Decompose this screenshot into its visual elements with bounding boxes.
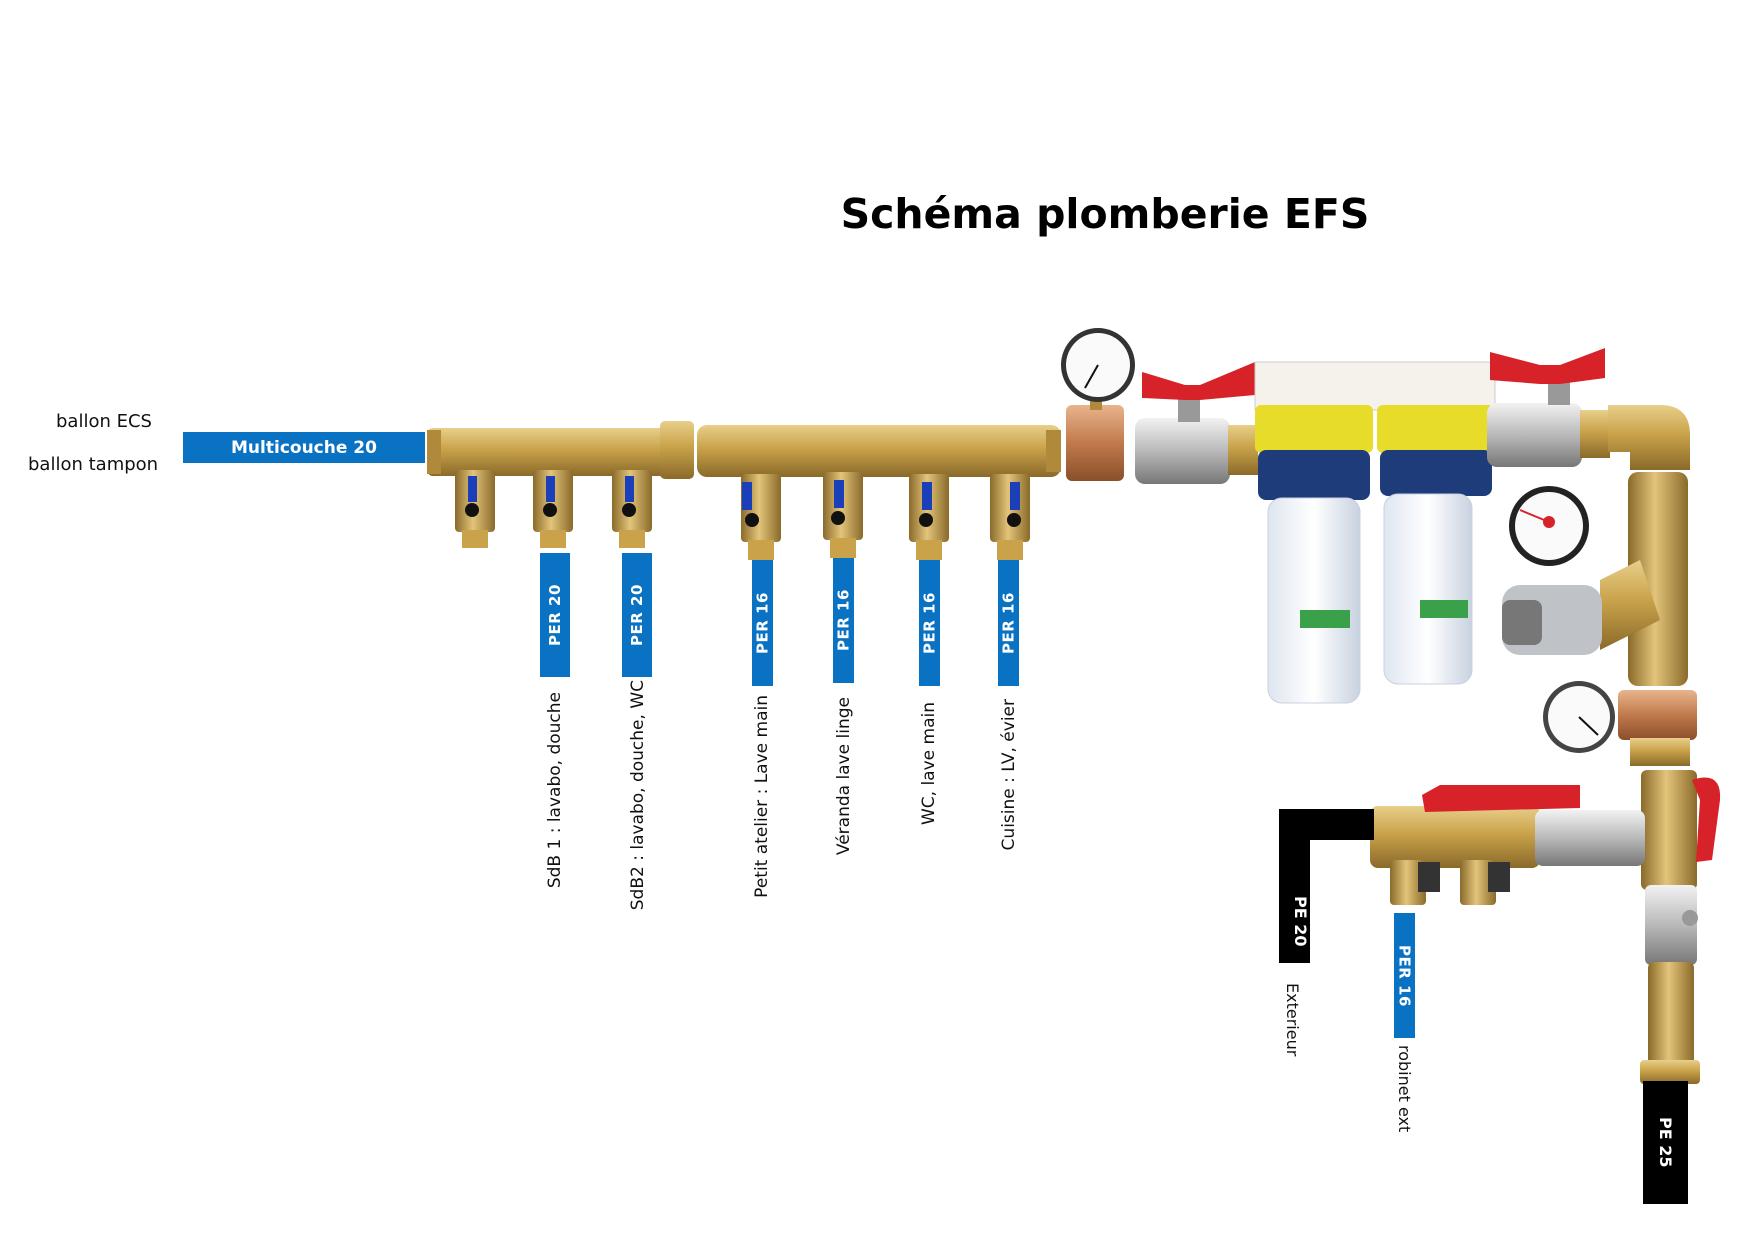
inlet-label-buffer-tank: ballon tampon — [28, 454, 159, 475]
circuit-destination: Cuisine : LV, évier — [999, 699, 1019, 851]
pressure-gauge — [1543, 681, 1697, 766]
inlet-label-hot-water-tank: ballon ECS — [56, 411, 152, 432]
pressure-reducer — [1502, 472, 1688, 686]
ball-valve — [1135, 362, 1258, 484]
circuit-destination: Véranda lave linge — [834, 697, 854, 856]
water-filter — [1254, 361, 1496, 704]
valve — [741, 474, 781, 560]
manifold-4-way — [697, 425, 1061, 560]
circuit-pipe: PER 16 — [998, 560, 1019, 686]
pressure-gauge — [1061, 328, 1135, 481]
manifold-3-way — [427, 421, 694, 548]
circuit-pipe: PER 16 — [919, 560, 940, 686]
elbow-fitting — [1608, 405, 1690, 470]
main-inlet-pe25-pipe: PE 25 — [1643, 1081, 1688, 1204]
circuit-pipe: PER 20 — [622, 553, 652, 677]
circuit-destination: WC, lave main — [919, 702, 939, 826]
exterior-label: Exterieur — [1283, 983, 1302, 1057]
outdoor-tap-pipe: PER 16 — [1394, 913, 1415, 1038]
valve — [909, 474, 949, 560]
valve — [823, 472, 863, 558]
valve — [455, 470, 495, 548]
page-title: Schéma plomberie EFS — [840, 190, 1370, 238]
circuit-pipe: PER 16 — [833, 558, 854, 683]
valve — [533, 470, 573, 548]
circuit-pipe: PER 20 — [540, 553, 570, 677]
valve — [990, 474, 1030, 560]
outdoor-tap-label: robinet ext — [1395, 1045, 1414, 1133]
pe20-pipe-horizontal — [1279, 809, 1374, 840]
valve — [612, 470, 652, 548]
circuit-destination: SdB 1 : lavabo, douche — [545, 692, 565, 889]
outdoor-manifold — [1370, 785, 1645, 905]
pe20-exterior-pipe: PE 20 — [1279, 840, 1310, 963]
supply-pipe-multicouche: Multicouche 20 — [183, 432, 425, 463]
circuit-destination: SdB2 : lavabo, douche, WC — [628, 680, 648, 911]
circuit-pipe: PER 16 — [752, 560, 773, 686]
circuit-destination: Petit atelier : Lave main — [752, 695, 772, 898]
ball-valve — [1487, 348, 1610, 467]
main-shutoff-valve — [1640, 770, 1721, 1084]
